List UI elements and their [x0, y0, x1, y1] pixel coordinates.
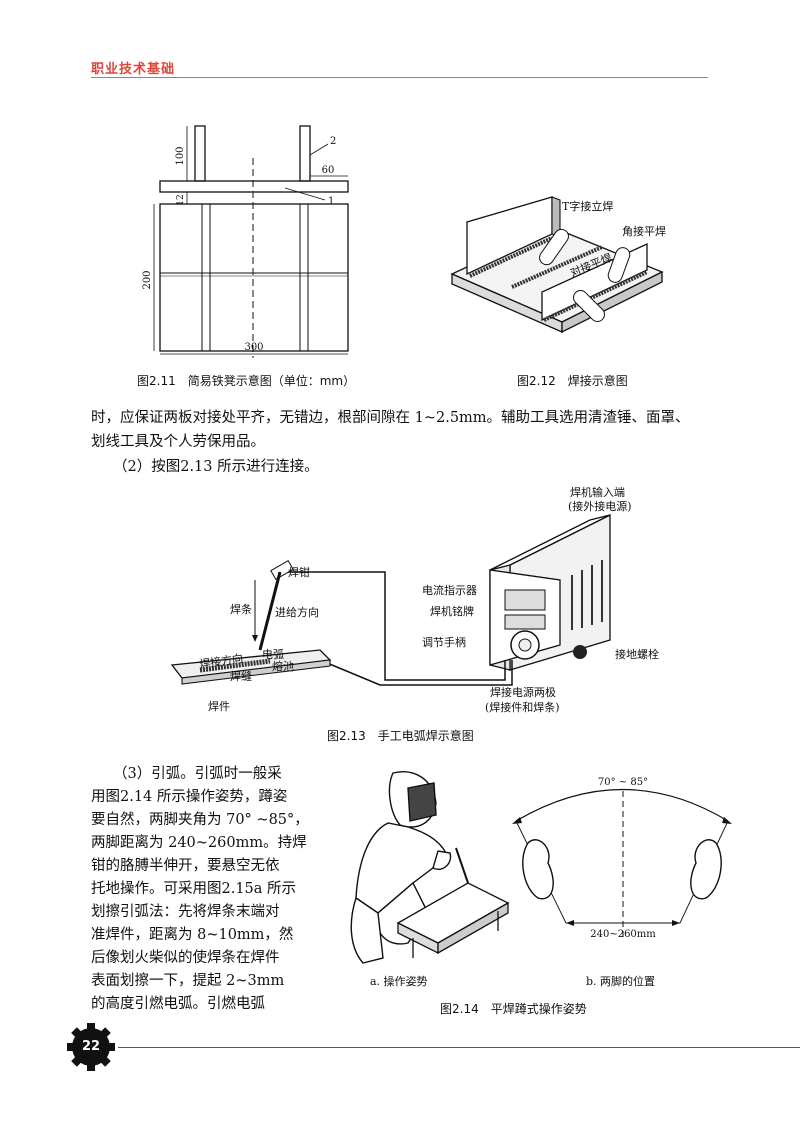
paragraph-3-line: 后像划火柴似的使焊条在焊件 — [91, 950, 280, 966]
figure-2-11-stool-drawing: 100 12 200 300 60 2 1 — [142, 125, 349, 358]
paragraph-3-line: 两脚距离为 240~260mm。持焊 — [91, 835, 307, 851]
label-poles: 焊接电源两极 — [490, 685, 556, 699]
paragraph-3-line: 表面划擦一下，提起 2~3mm — [91, 973, 285, 989]
label-1: 1 — [328, 196, 334, 207]
dim-12: 12 — [176, 194, 186, 205]
figure-2-13-caption: 图2.13 手工电弧焊示意图 — [327, 729, 474, 743]
gear-icon — [67, 1023, 115, 1071]
paragraph-3-line: （3）引弧。引弧时一般采 — [113, 766, 282, 782]
label-distance: 240~260mm — [590, 929, 656, 940]
label-seam: 焊缝 — [230, 669, 252, 683]
label-ground: 接地螺栓 — [615, 647, 659, 661]
label-arc: 电弧 — [262, 647, 284, 661]
header-rule — [91, 77, 708, 78]
label-corner-weld: 角接平焊 — [622, 224, 666, 238]
running-header-title: 职业技术基础 — [91, 62, 176, 77]
label-clamp: 焊钳 — [288, 565, 310, 579]
figure-2-14-squat-posture: a. 操作姿势 70° ~ 85° 240~260mm b. 两脚的位置 — [350, 771, 732, 988]
label-nameplate: 焊机铭牌 — [430, 604, 474, 618]
paragraph-3-line: 用图2.14 所示操作姿势，蹲姿 — [91, 789, 288, 805]
label-input: 焊机输入端 — [570, 485, 625, 499]
paragraph-3-line: 准焊件，距离为 8~10mm，然 — [91, 927, 294, 943]
dim-300: 300 — [244, 342, 263, 353]
label-input-note: (接外接电源) — [568, 499, 632, 513]
label-pool: 熔池 — [272, 659, 294, 673]
sub-caption-a: a. 操作姿势 — [370, 974, 428, 988]
sub-caption-b: b. 两脚的位置 — [586, 974, 655, 988]
label-workpiece: 焊件 — [208, 699, 230, 713]
label-angle: 70° ~ 85° — [598, 777, 648, 788]
paragraph-3-line: 钳的胳膊半伸开，要悬空无依 — [91, 858, 280, 874]
dim-100: 100 — [175, 146, 186, 165]
label-direction: 焊接方向 — [198, 651, 244, 671]
label-rod: 焊条 — [230, 602, 252, 616]
figure-2-12-weld-illustration: T字接立焊 角接平焊 对接平焊 — [450, 196, 666, 334]
figure-2-11-caption: 图2.11 简易铁凳示意图（单位：mm） — [137, 374, 356, 388]
dim-200: 200 — [142, 270, 153, 289]
paragraph-3-line: 要自然，两脚夹角为 70° ~85°， — [91, 812, 309, 828]
paragraph-3-line: 的高度引燃电弧。引燃电弧 — [91, 996, 265, 1012]
paragraph-3-line: 划擦引弧法：先将焊条末端对 — [91, 904, 280, 920]
figure-2-14-caption: 图2.14 平焊蹲式操作姿势 — [440, 1002, 587, 1016]
label-2: 2 — [330, 136, 336, 147]
figure-2-12-caption: 图2.12 焊接示意图 — [517, 374, 628, 388]
footer-rule — [118, 1047, 800, 1048]
label-indicator: 电流指示器 — [422, 583, 477, 597]
paragraph-1-line-1: 时，应保证两板对接处平齐，无错边，根部间隙在 1~2.5mm。辅助工具选用清渣锤… — [91, 410, 690, 426]
label-poles-note: (焊接件和焊条) — [485, 700, 560, 714]
paragraph-3: （3）引弧。引弧时一般采 用图2.14 所示操作姿势，蹲姿 要自然，两脚夹角为 … — [91, 763, 321, 1016]
figure-2-13-arc-welding-setup: 焊钳 焊条 进给方向 焊接方向 电弧 熔池 焊缝 焊件 焊机输入端 (接外接电源… — [170, 485, 659, 714]
page-number: 22 — [81, 1039, 101, 1054]
label-feed: 进给方向 — [275, 605, 319, 619]
paragraph-1-line-2: 划线工具及个人劳保用品。 — [91, 434, 265, 450]
dim-60: 60 — [322, 165, 335, 176]
paragraph-2: （2）按图2.13 所示进行连接。 — [113, 459, 319, 475]
label-handle: 调节手柄 — [422, 635, 466, 649]
label-t-weld: T字接立焊 — [562, 199, 613, 213]
paragraph-3-line: 托地操作。可采用图2.15a 所示 — [91, 881, 297, 897]
